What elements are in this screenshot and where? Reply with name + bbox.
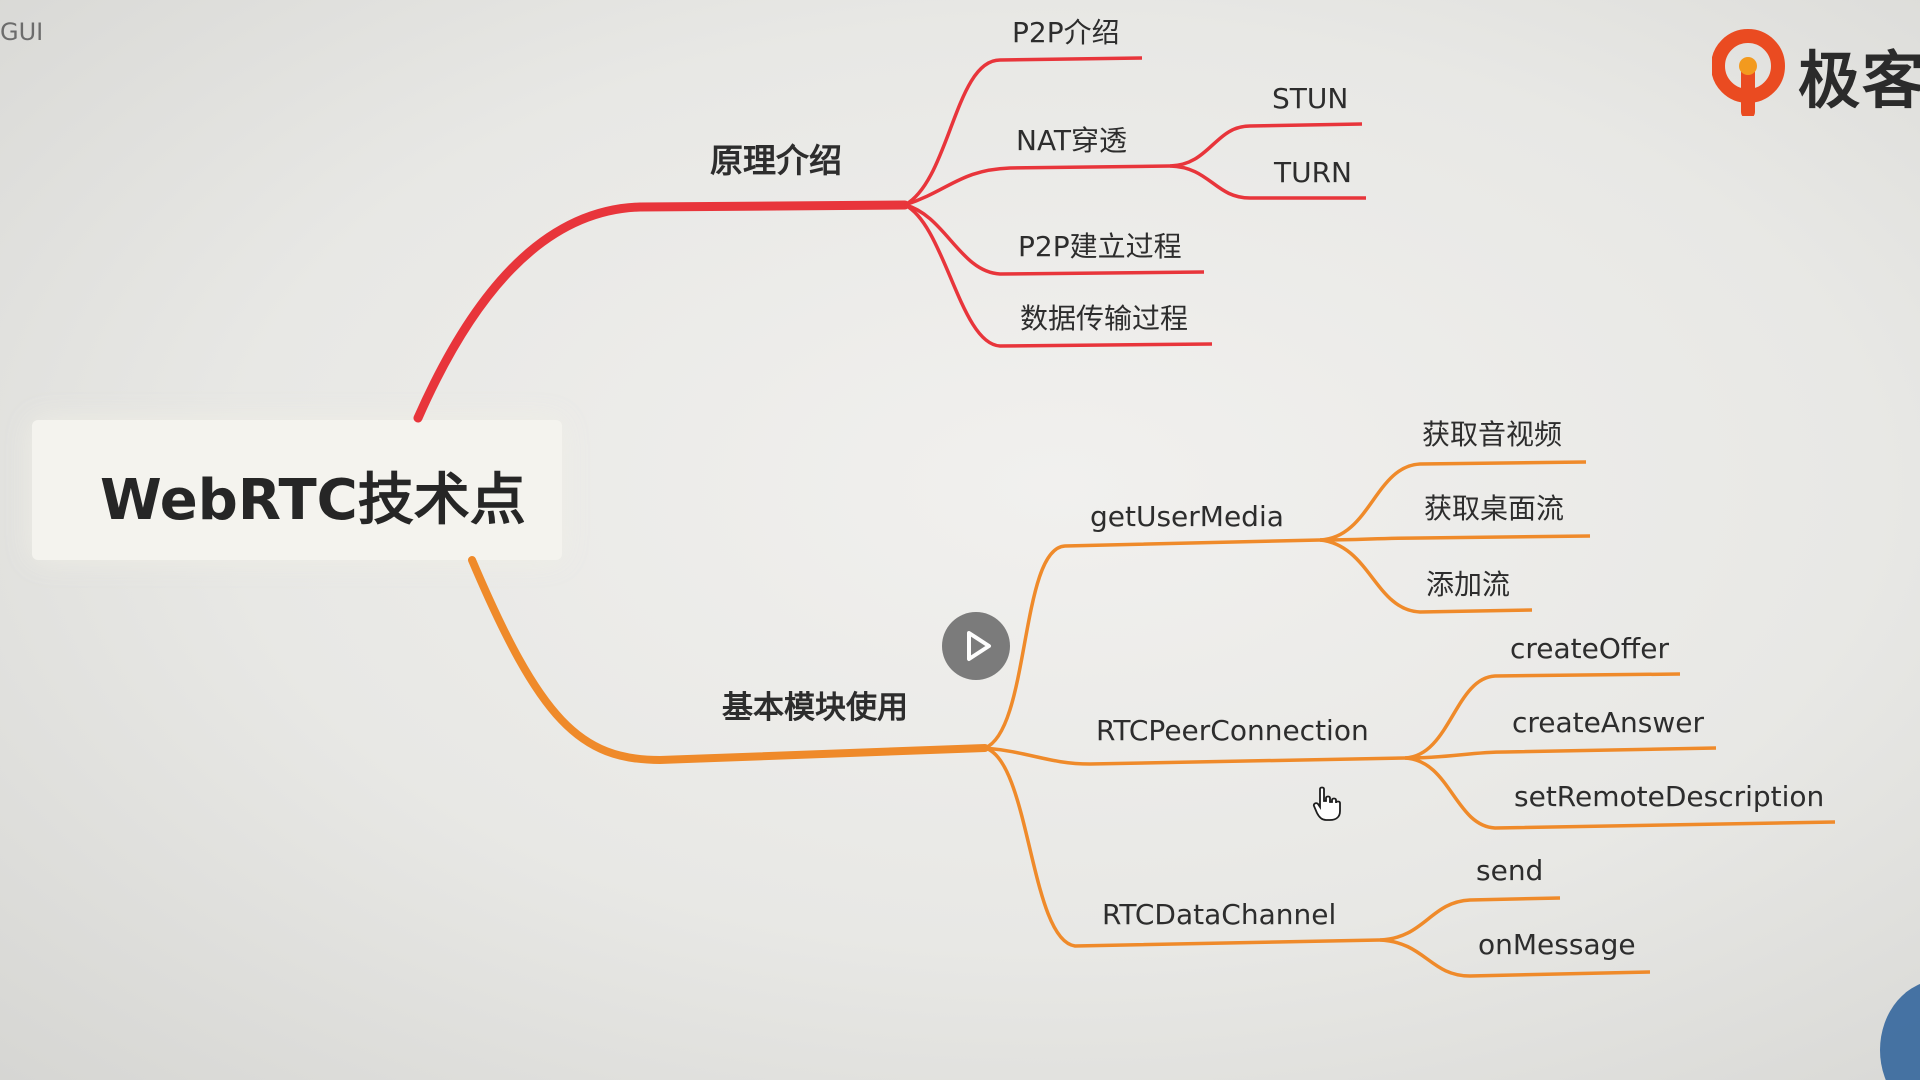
node-setremotedescription: setRemoteDescription [1514, 780, 1824, 813]
node-nat-traversal: NAT穿透 [1016, 124, 1127, 157]
node-stun: STUN [1272, 82, 1348, 115]
node-get-av: 获取音视频 [1422, 418, 1562, 451]
node-send: send [1476, 854, 1543, 887]
node-rtcdatachannel: RTCDataChannel [1102, 898, 1336, 931]
logo-mark-icon [1712, 29, 1785, 116]
hand-cursor-icon [1312, 786, 1341, 821]
edge-root-modules [468, 556, 989, 765]
node-p2p-setup: P2P建立过程 [1018, 230, 1182, 263]
geek-logo: 极客 [1712, 20, 1920, 120]
corner-label: GUI [0, 18, 44, 46]
edge-root-principles [413, 200, 910, 423]
logo-text: 极客 [1798, 44, 1920, 117]
node-add-stream: 添加流 [1426, 568, 1510, 601]
node-p2p-intro: P2P介绍 [1012, 16, 1120, 49]
node-onmessage: onMessage [1478, 928, 1636, 961]
play-icon [967, 631, 991, 661]
node-createoffer: createOffer [1510, 632, 1669, 665]
node-modules: 基本模块使用 [722, 690, 908, 726]
node-getusermedia: getUserMedia [1090, 500, 1284, 533]
node-turn: TURN [1273, 156, 1352, 189]
node-get-desktop: 获取桌面流 [1424, 492, 1564, 525]
play-button[interactable] [942, 612, 1010, 680]
node-principles: 原理介绍 [710, 141, 842, 180]
branch-modules-edges [984, 460, 1836, 978]
node-data-transfer: 数据传输过程 [1020, 302, 1188, 335]
root-node-label: WebRTC技术点 [100, 468, 526, 533]
root-node-box [32, 420, 562, 560]
branch-principles-edges [904, 56, 1366, 348]
node-createanswer: createAnswer [1512, 706, 1704, 739]
node-rtcpeerconnection: RTCPeerConnection [1096, 714, 1369, 747]
